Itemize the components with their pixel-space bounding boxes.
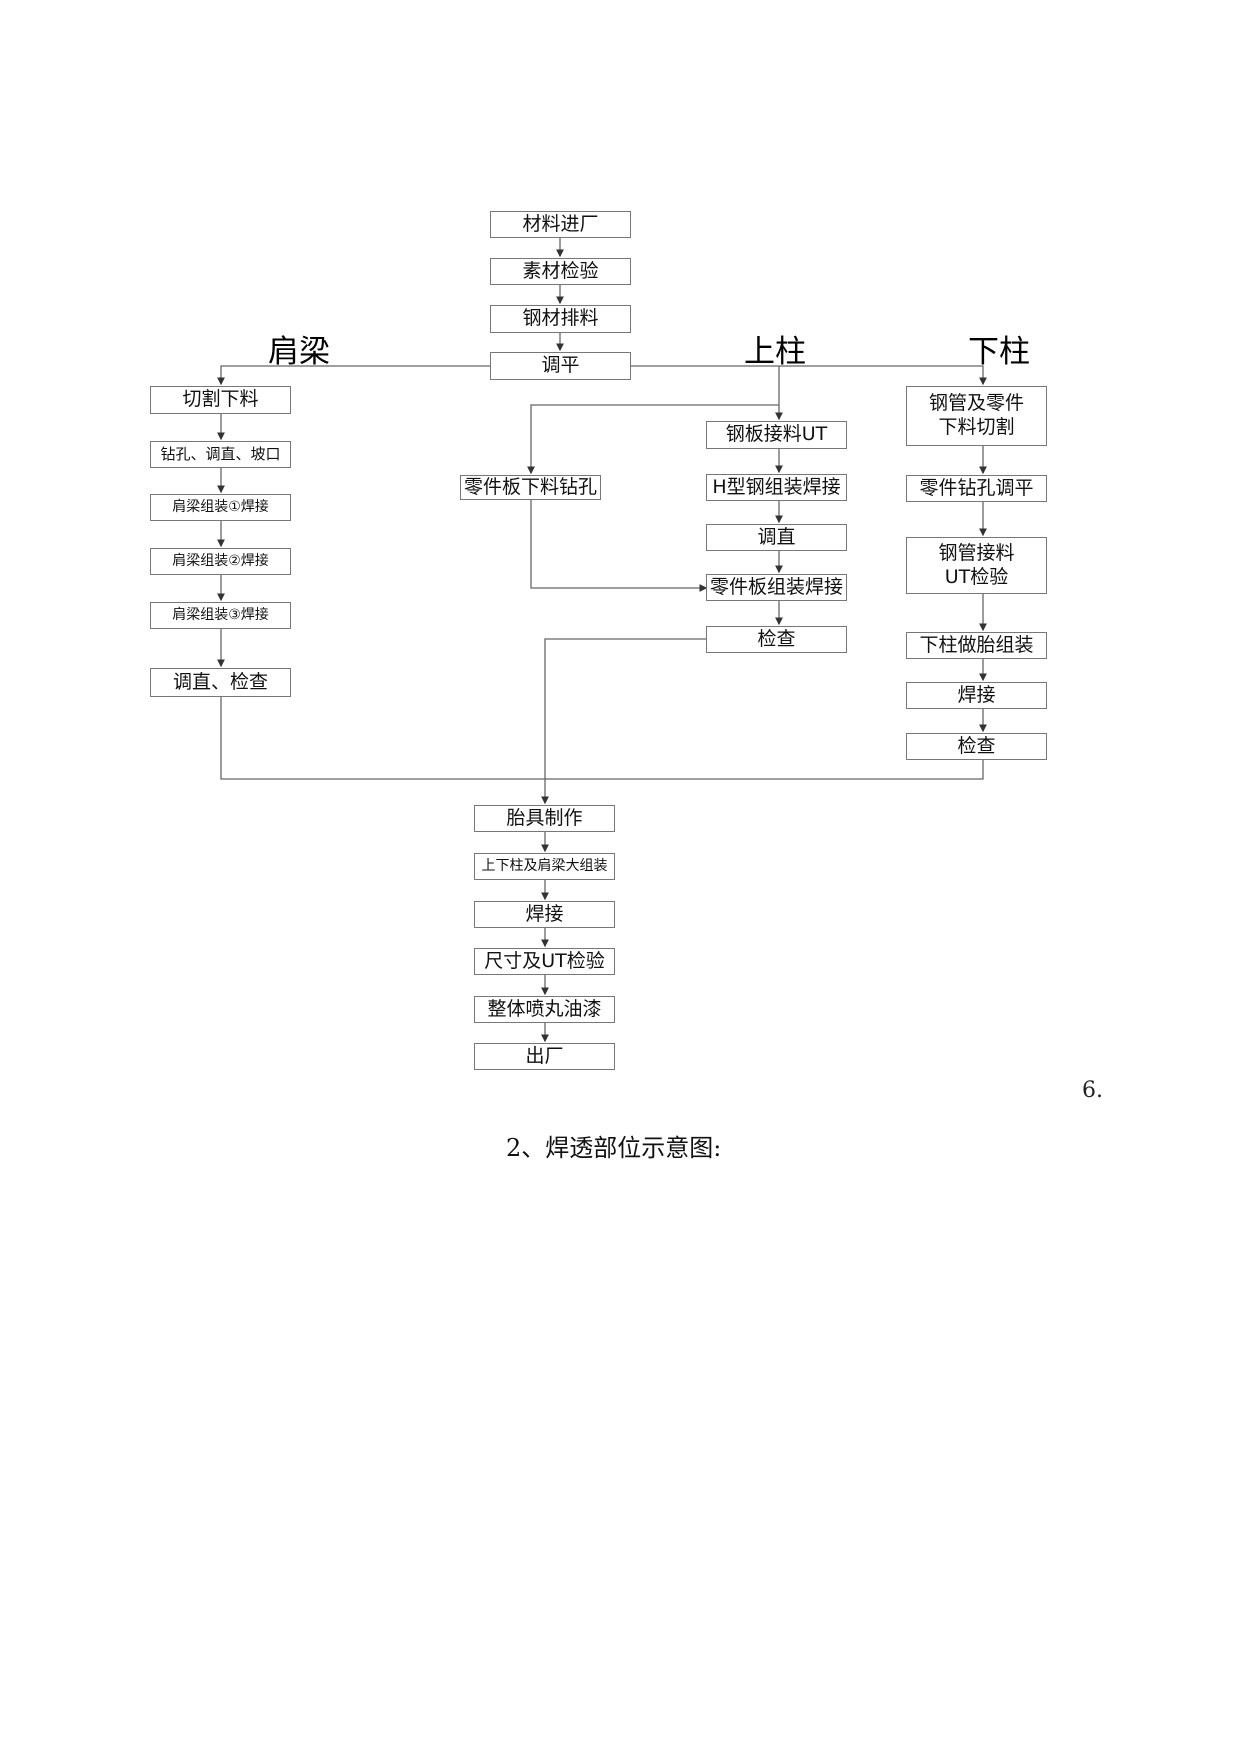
connector bbox=[541, 638, 706, 805]
step-plate-splice-ut: 钢板接料UT bbox=[706, 421, 847, 449]
connector bbox=[530, 500, 708, 592]
step-shot-blast-paint: 整体喷丸油漆 bbox=[474, 996, 615, 1023]
step-leveling: 调平 bbox=[490, 352, 631, 380]
step-drill-straighten-bevel: 钻孔、调直、坡口 bbox=[150, 441, 291, 468]
step-h-beam-assembly-weld: H型钢组装焊接 bbox=[706, 474, 847, 501]
step-jig-assembly: 下柱做胎组装 bbox=[906, 632, 1047, 659]
step-cut-blanking: 切割下料 bbox=[150, 386, 291, 414]
heading-lower-column: 下柱 bbox=[968, 334, 1030, 370]
step-material-in: 材料进厂 bbox=[490, 211, 631, 238]
step-pipe-splice-ut: 钢管接料 UT检验 bbox=[906, 537, 1047, 594]
step-lower-weld: 焊接 bbox=[906, 682, 1047, 709]
connector bbox=[220, 697, 984, 780]
step-part-plate-blank-drill: 零件板下料钻孔 bbox=[460, 475, 601, 500]
section-caption: 2、焊透部位示意图: bbox=[506, 1134, 722, 1162]
step-pipe-part-cut: 钢管及零件 下料切割 bbox=[906, 386, 1047, 446]
step-exit-factory: 出厂 bbox=[474, 1043, 615, 1070]
step-straighten: 调直 bbox=[706, 524, 847, 551]
step-material-inspection: 素材检验 bbox=[490, 258, 631, 285]
connector bbox=[631, 365, 987, 386]
step-upper-check: 检查 bbox=[706, 626, 847, 653]
connector bbox=[217, 365, 490, 386]
heading-upper-column: 上柱 bbox=[744, 334, 806, 370]
step-part-plate-assembly-weld: 零件板组装焊接 bbox=[706, 574, 847, 601]
step-part-drill-level: 零件钻孔调平 bbox=[906, 475, 1047, 502]
step-size-ut-check: 尺寸及UT检验 bbox=[474, 948, 615, 975]
step-straighten-check: 调直、检查 bbox=[150, 668, 291, 697]
step-steel-layout: 钢材排料 bbox=[490, 305, 631, 333]
heading-shoulder-beam: 肩梁 bbox=[268, 334, 330, 370]
step-main-assembly: 上下柱及肩梁大组装 bbox=[474, 853, 615, 880]
step-assembly-weld-1: 肩梁组装①焊接 bbox=[150, 494, 291, 521]
step-jig-making: 胎具制作 bbox=[474, 805, 615, 832]
step-final-weld: 焊接 bbox=[474, 901, 615, 928]
page-number: 6. bbox=[1082, 1078, 1103, 1103]
step-lower-check: 检查 bbox=[906, 733, 1047, 760]
step-assembly-weld-2: 肩梁组装②焊接 bbox=[150, 548, 291, 575]
step-assembly-weld-3: 肩梁组装③焊接 bbox=[150, 602, 291, 629]
